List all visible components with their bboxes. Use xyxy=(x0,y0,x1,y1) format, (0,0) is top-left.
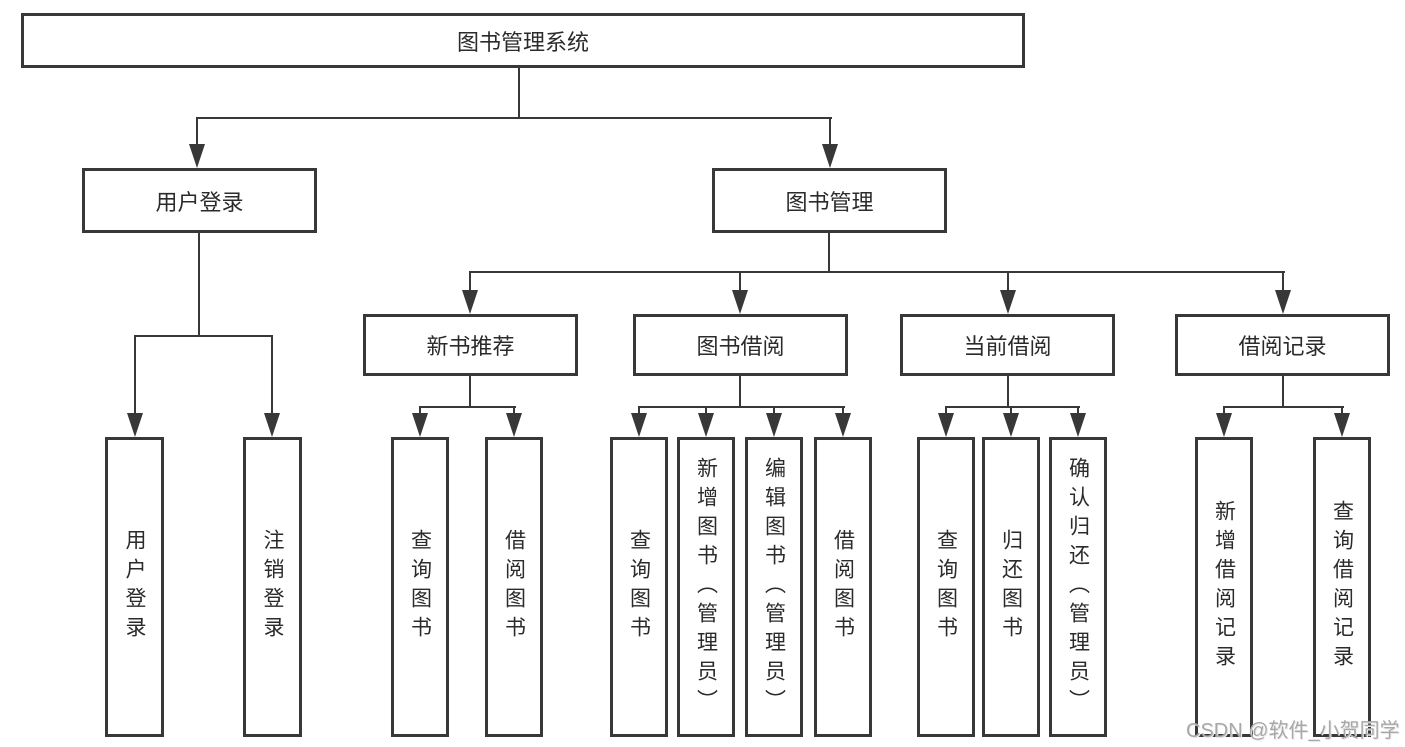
connector-line xyxy=(638,406,640,416)
connector-line xyxy=(469,271,1285,273)
connector-line xyxy=(1077,406,1079,416)
connector-line xyxy=(196,117,832,119)
connector-line xyxy=(1007,271,1009,293)
arrowhead xyxy=(631,413,647,437)
arrowhead xyxy=(506,413,522,437)
node-new-book-recommend: 新书推荐 xyxy=(363,314,578,376)
arrowhead xyxy=(822,144,838,168)
arrowhead xyxy=(1275,290,1291,314)
node-root: 图书管理系统 xyxy=(21,13,1025,68)
arrowhead xyxy=(1334,413,1350,437)
node-label: 图书管理系统 xyxy=(456,29,589,55)
node-label: 图书管理 xyxy=(785,189,874,215)
connector-line xyxy=(134,335,136,417)
node-label: 新书推荐 xyxy=(426,334,515,359)
node-label: 借阅记录 xyxy=(1238,334,1327,359)
node-label: 用户登录 xyxy=(155,189,244,215)
arrowhead xyxy=(1216,413,1232,437)
node-query-books-current: 查询图书 xyxy=(917,437,975,737)
node-confirm-return-admin: 确认归还（管理员） xyxy=(1049,437,1107,737)
node-label: 查询借阅记录 xyxy=(1330,500,1354,674)
node-label: 借阅图书 xyxy=(502,529,526,645)
arrowhead xyxy=(1000,290,1016,314)
arrowhead xyxy=(698,413,714,437)
connector-line xyxy=(829,117,831,147)
node-label: 确认归还（管理员） xyxy=(1066,456,1090,718)
connector-line xyxy=(739,271,741,293)
connector-line xyxy=(271,335,273,417)
connector-line xyxy=(198,232,200,336)
connector-line xyxy=(1282,376,1284,407)
arrowhead xyxy=(1070,413,1086,437)
node-add-book-admin: 新增图书（管理员） xyxy=(677,437,735,737)
connector-line xyxy=(513,406,515,416)
node-label: 归还图书 xyxy=(999,529,1023,645)
connector-line xyxy=(1223,406,1344,408)
connector-line xyxy=(945,406,947,416)
arrowhead xyxy=(264,413,280,437)
node-logout: 注销登录 xyxy=(243,437,302,737)
connector-line xyxy=(134,335,273,337)
node-label: 查询图书 xyxy=(934,529,958,645)
node-book-management: 图书管理 xyxy=(712,168,947,233)
arrowhead xyxy=(732,290,748,314)
arrowhead xyxy=(189,144,205,168)
node-label: 当前借阅 xyxy=(963,334,1052,359)
node-book-borrow: 图书借阅 xyxy=(633,314,848,376)
arrowhead xyxy=(835,413,851,437)
node-label: 图书借阅 xyxy=(696,334,785,359)
connector-line xyxy=(1010,406,1012,416)
node-label: 新增图书（管理员） xyxy=(694,456,718,718)
connector-line xyxy=(828,232,830,272)
node-label: 查询图书 xyxy=(627,529,651,645)
node-add-borrow-record: 新增借阅记录 xyxy=(1195,437,1253,737)
node-user-login: 用户登录 xyxy=(82,168,317,233)
arrowhead xyxy=(766,413,782,437)
node-borrow-records: 借阅记录 xyxy=(1175,314,1390,376)
node-label: 新增借阅记录 xyxy=(1212,500,1236,674)
arrowhead xyxy=(938,413,954,437)
connector-line xyxy=(638,406,845,408)
watermark: CSDN @软件_小贺同学 xyxy=(1186,720,1400,742)
node-query-books-borrow: 查询图书 xyxy=(610,437,668,737)
node-label: 注销登录 xyxy=(261,529,284,645)
connector-line xyxy=(842,406,844,416)
node-user-login-leaf: 用户登录 xyxy=(105,437,164,737)
connector-line xyxy=(196,117,198,147)
arrowhead xyxy=(1003,413,1019,437)
connector-line xyxy=(1341,406,1343,416)
node-query-borrow-record: 查询借阅记录 xyxy=(1313,437,1371,737)
node-edit-book-admin: 编辑图书（管理员） xyxy=(745,437,803,737)
node-label: 借阅图书 xyxy=(831,529,855,645)
arrowhead xyxy=(412,413,428,437)
connector-line xyxy=(1007,376,1009,407)
arrowhead xyxy=(462,290,478,314)
node-label: 用户登录 xyxy=(123,529,146,645)
connector-line xyxy=(469,271,471,293)
connector-line xyxy=(739,376,741,407)
node-borrow-books-leaf: 借阅图书 xyxy=(814,437,872,737)
connector-line xyxy=(705,406,707,416)
node-return-books: 归还图书 xyxy=(982,437,1040,737)
connector-line xyxy=(1282,271,1284,293)
node-label: 编辑图书（管理员） xyxy=(762,456,786,718)
arrowhead xyxy=(127,413,143,437)
connector-line xyxy=(518,68,520,118)
connector-line xyxy=(469,376,471,407)
node-borrow-books-recommend: 借阅图书 xyxy=(485,437,543,737)
connector-line xyxy=(945,406,1080,408)
node-current-borrow: 当前借阅 xyxy=(900,314,1115,376)
node-query-books-recommend: 查询图书 xyxy=(391,437,449,737)
connector-line xyxy=(773,406,775,416)
connector-line xyxy=(419,406,516,408)
connector-line xyxy=(1223,406,1225,416)
connector-line xyxy=(419,406,421,416)
node-label: 查询图书 xyxy=(408,529,432,645)
